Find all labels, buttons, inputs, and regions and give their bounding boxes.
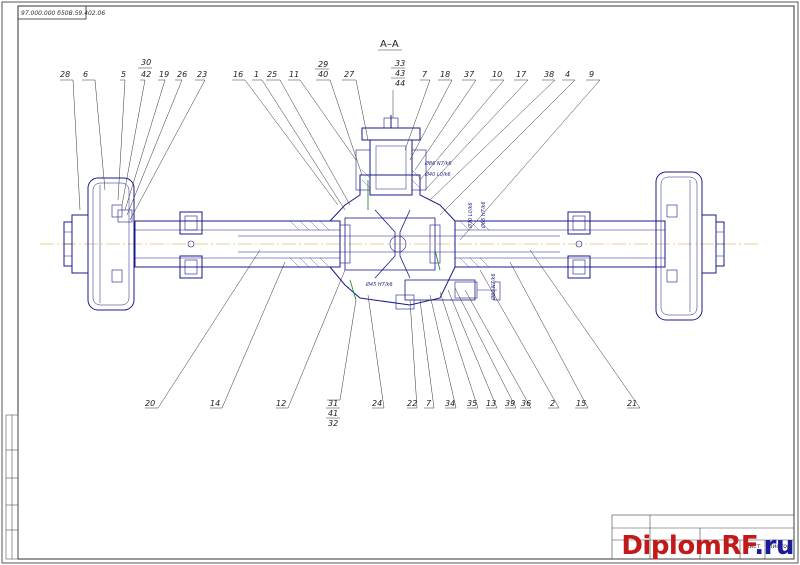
part-label: 25 (267, 70, 277, 79)
fit-label: Ø70 L0/k6 (467, 202, 474, 229)
part-label: 7 (426, 399, 432, 408)
part-label: 29 (318, 60, 328, 69)
bottom-part-labels: 20 14 12 31 41 32 24 22 7 34 35 13 39 36… (145, 399, 637, 428)
fit-label: Ø40 L0/k6 (424, 171, 451, 178)
title-block-sheet-label: Лист (744, 543, 761, 550)
part-label: 12 (276, 399, 286, 408)
title-block-sheets-label: Листов (767, 543, 791, 550)
part-label: 36 (521, 399, 531, 408)
lubrication-lines (349, 180, 441, 301)
part-label: 39 (505, 399, 515, 408)
part-label: 44 (395, 79, 405, 88)
watermark-part-a: Diplom (621, 531, 722, 561)
part-label: 43 (395, 69, 405, 78)
part-label: 1 (254, 70, 259, 79)
section-title: А–А (380, 39, 399, 50)
part-label: 2 (550, 399, 555, 408)
part-label: 6 (83, 70, 88, 79)
part-label: 4 (565, 70, 570, 79)
part-label: 11 (289, 70, 299, 79)
part-label: 7 (422, 70, 428, 79)
part-label: 22 (407, 399, 417, 408)
part-label: 26 (177, 70, 187, 79)
binding-margin-table (5, 414, 19, 560)
fit-label: Ø45 H7/k6 (365, 281, 393, 288)
part-label: 38 (544, 70, 554, 79)
part-label: 31 (328, 399, 338, 408)
part-label: 33 (395, 59, 405, 68)
part-label: 18 (440, 70, 450, 79)
drawing-frame (17, 5, 795, 560)
title-block (611, 514, 795, 560)
bottom-leader-lines (145, 249, 641, 409)
part-label: 16 (233, 70, 243, 79)
watermark-logo: DiplomRF.ru (621, 531, 794, 561)
left-brake-drum (63, 177, 135, 311)
part-label: 30 (141, 58, 151, 67)
part-label: 13 (486, 399, 496, 408)
part-label: 28 (60, 70, 70, 79)
axle-housing (134, 211, 666, 279)
part-label: 15 (576, 399, 586, 408)
doc-code-box: 97.000.000 б50В.59.402.06 (17, 5, 105, 20)
part-label: 19 (159, 70, 169, 79)
top-leader-lines (60, 79, 601, 241)
fit-label: Ø80 N7/k6 (490, 273, 497, 301)
part-label: 34 (445, 399, 455, 408)
part-label: 21 (627, 399, 637, 408)
section-hatching (289, 169, 490, 268)
part-label: 17 (516, 70, 527, 79)
part-label: 24 (372, 399, 382, 408)
part-label: 14 (210, 399, 220, 408)
part-label: 23 (197, 70, 207, 79)
fit-label: Ø65 H7/k6 (480, 201, 487, 229)
part-label: 27 (344, 70, 355, 79)
part-label: 32 (328, 419, 338, 428)
right-brake-drum (655, 171, 725, 321)
doc-code: 97.000.000 б50В.59.402.06 (21, 10, 105, 17)
part-label: 42 (141, 70, 151, 79)
part-label: 35 (467, 399, 477, 408)
part-label: 40 (318, 70, 328, 79)
differential-housing (329, 115, 501, 310)
watermark-part-b: RF (721, 531, 755, 561)
part-label: 10 (492, 70, 502, 79)
part-label: 41 (328, 409, 338, 418)
watermark-part-c: .ru (754, 531, 794, 561)
part-label: 20 (145, 399, 155, 408)
part-label: 37 (464, 70, 475, 79)
top-part-labels: 28 6 5 30 42 19 26 23 16 1 25 11 29 40 2… (60, 58, 594, 88)
fit-label: Ø86 N7/k6 (424, 160, 452, 167)
part-label: 9 (589, 70, 594, 79)
part-label: 5 (121, 70, 126, 79)
